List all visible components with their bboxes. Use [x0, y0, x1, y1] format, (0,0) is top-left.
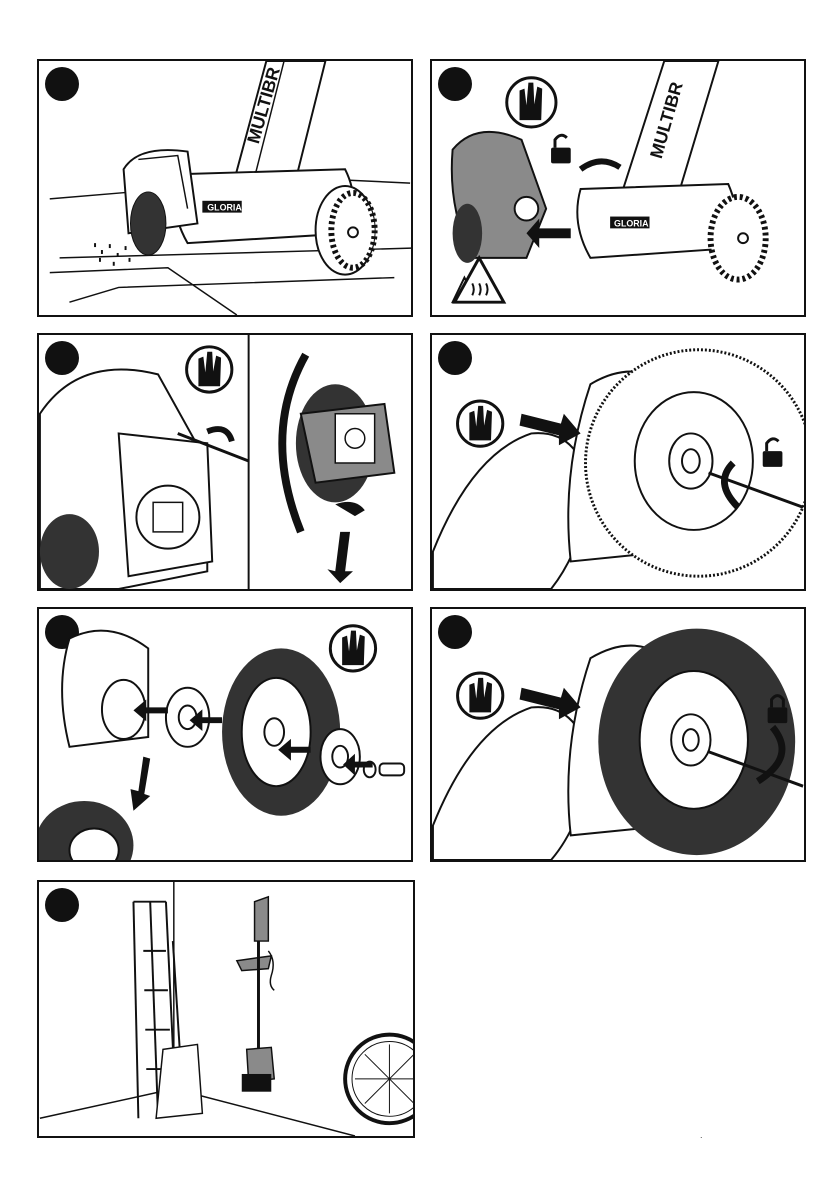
step-6-panel [430, 607, 806, 862]
glove-icon [330, 626, 375, 671]
step-7-illustration [39, 882, 413, 1136]
step-2-illustration: MULTIBR GLORIA [432, 61, 804, 315]
rotate-arrow [581, 161, 620, 169]
unlock-icon [551, 135, 571, 163]
step-7-panel [37, 880, 415, 1138]
step-5-panel [37, 607, 413, 862]
glove-icon [458, 401, 503, 446]
rotate-arrow [207, 429, 232, 441]
step-3-panel [37, 333, 413, 591]
step-3-illustration [39, 335, 411, 589]
step-4-panel [430, 333, 806, 591]
curve-arrow [335, 502, 365, 516]
bicycle-wheel [345, 1035, 413, 1124]
pull-arrow [327, 532, 353, 583]
step-6-illustration [432, 609, 804, 860]
hot-surface-warning-icon [453, 258, 504, 302]
step-1-panel: MULTIBR GLORIA [37, 59, 413, 317]
broom [156, 1044, 202, 1118]
page-mark: . [700, 1130, 703, 1140]
step-4-illustration [432, 335, 804, 589]
arrow-5 [131, 757, 151, 811]
gloria-logo-2: GLORIA [614, 218, 649, 228]
glove-icon [507, 78, 556, 127]
step-2-panel: MULTIBR GLORIA [430, 59, 806, 317]
step-5-illustration [39, 609, 411, 860]
glove-icon [458, 673, 503, 718]
multibrush-device [237, 897, 274, 1092]
step-1-illustration: MULTIBR GLORIA [39, 61, 411, 315]
gloria-logo-1: GLORIA [207, 203, 242, 213]
glove-icon [187, 347, 232, 392]
